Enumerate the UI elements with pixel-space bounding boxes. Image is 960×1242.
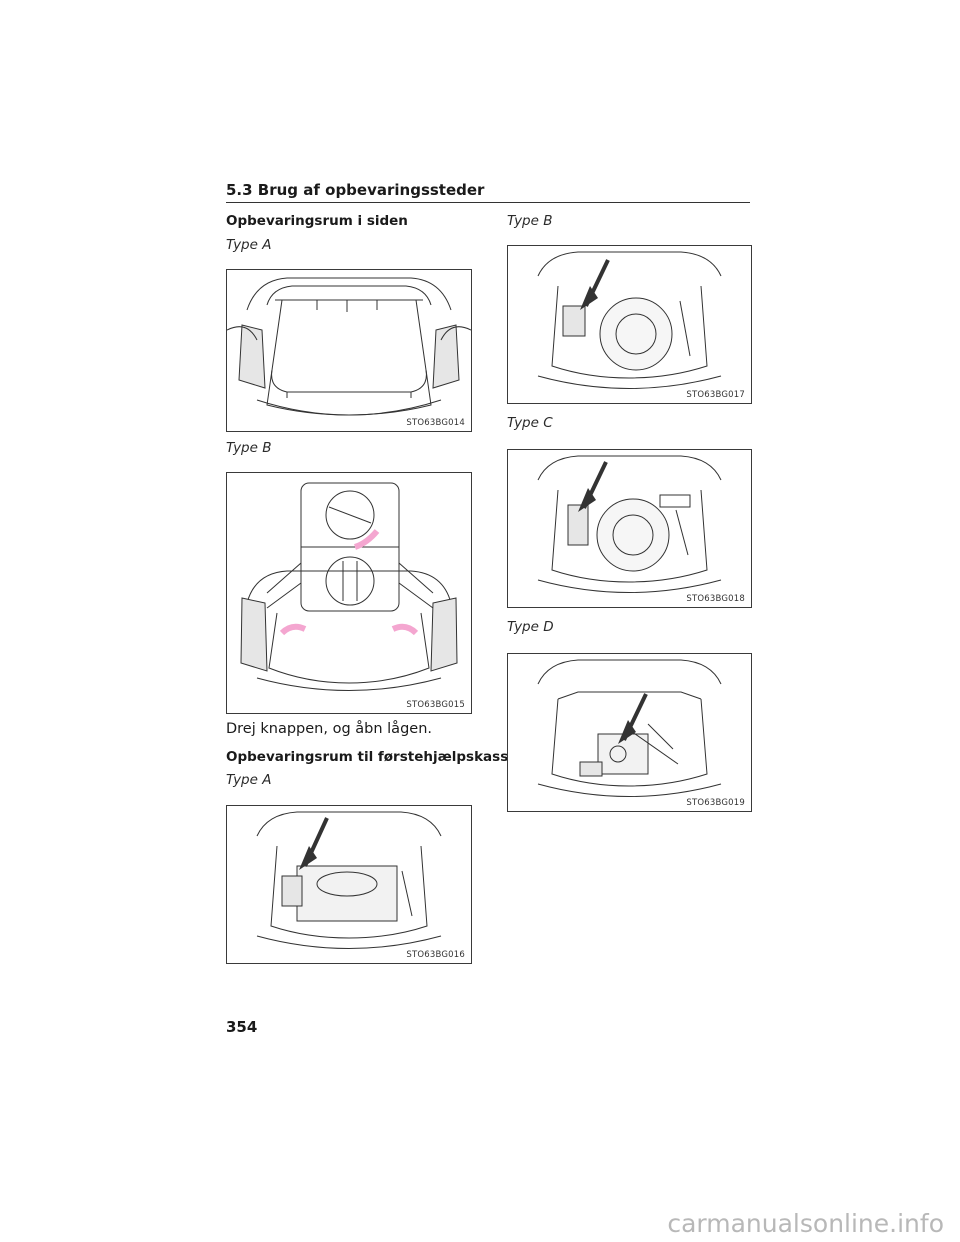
figure-first-aid-type-c: STO63BG018 [507, 449, 752, 608]
watermark: carmanualsonline.info [667, 1209, 944, 1238]
figure-code: STO63BG017 [686, 390, 745, 400]
trunk-empty-illustration [227, 277, 471, 416]
trunk-knob-illustration [240, 482, 458, 691]
trunk-underfloor-illustration [256, 811, 442, 949]
page-number: 354 [226, 1018, 258, 1036]
trunk-spare-tire-illustration [537, 251, 722, 389]
figure-first-aid-type-a: STO63BG016 [226, 805, 472, 964]
type-label-c: Type C [507, 415, 553, 431]
type-label-a: Type A [226, 237, 272, 253]
figure-side-storage-type-b: STO63BG015 [226, 472, 472, 714]
section-header: 5.3 Brug af opbevaringssteder [226, 178, 750, 203]
section-title: 5.3 Brug af opbevaringssteder [226, 181, 485, 199]
figure-code: STO63BG016 [406, 950, 465, 960]
figure-code: STO63BG014 [406, 418, 465, 428]
instruction-text: Drej knappen, og åbn lågen. [226, 721, 432, 737]
type-label-d: Type D [507, 619, 554, 635]
type-label-a2: Type A [226, 772, 272, 788]
figure-code: STO63BG015 [406, 700, 465, 710]
figure-code: STO63BG018 [686, 594, 745, 604]
heading-first-aid-storage: Opbevaringsrum til førstehjælpskasse [226, 749, 518, 765]
trunk-tools-illustration [537, 659, 722, 797]
figure-first-aid-type-b: STO63BG017 [507, 245, 752, 404]
trunk-spare-tire-c-illustration [537, 455, 722, 593]
type-label-b: Type B [226, 440, 272, 456]
type-label-b-right: Type B [507, 213, 553, 229]
heading-side-storage: Opbevaringsrum i siden [226, 213, 408, 229]
figure-code: STO63BG019 [686, 798, 745, 808]
figure-side-storage-type-a: STO63BG014 [226, 269, 472, 432]
figure-first-aid-type-d: STO63BG019 [507, 653, 752, 812]
